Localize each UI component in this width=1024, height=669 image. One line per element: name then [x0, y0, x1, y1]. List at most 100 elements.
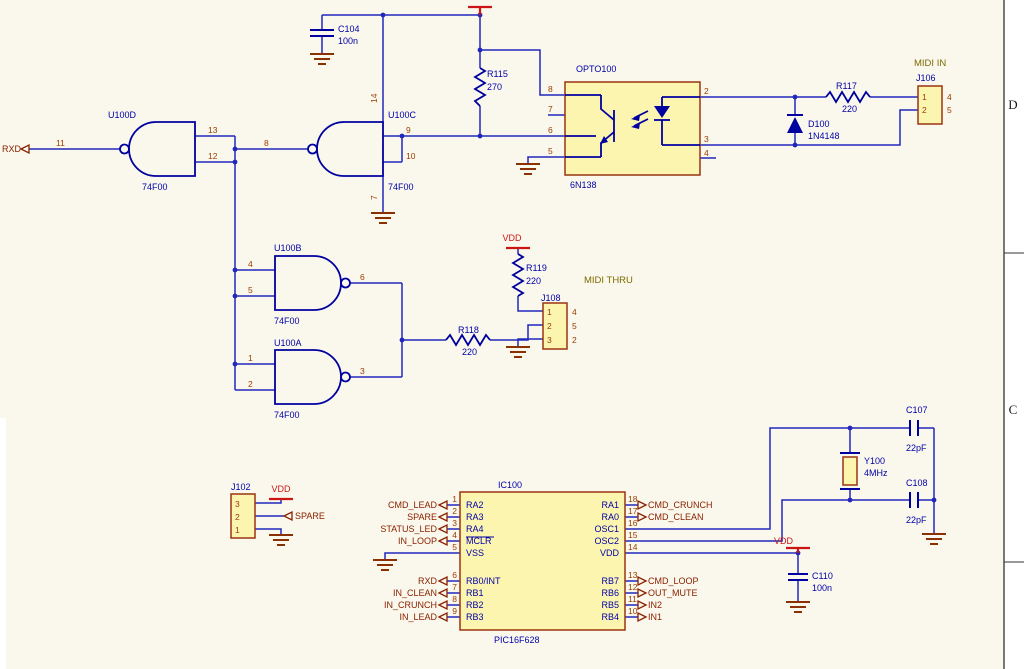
pin-number: 18 [628, 494, 638, 504]
pin-number: 12 [628, 582, 638, 592]
part: 74F00 [274, 316, 300, 326]
designator: J108 [541, 293, 561, 303]
midi-thru-title: MIDI THRU [584, 275, 633, 286]
value: 220 [842, 104, 857, 114]
pin-number: 11 [628, 594, 637, 604]
midi-in-title: MIDI IN [914, 58, 946, 69]
pin-number: 2 [922, 105, 927, 115]
pin-name: OSC1 [594, 524, 619, 534]
pin-number: 2 [704, 86, 709, 96]
pin-number: 1 [547, 307, 552, 317]
value: 1N4148 [808, 131, 840, 141]
net-label: IN2 [648, 600, 662, 610]
din-pin-number: 4 [947, 92, 952, 102]
pin-name: RB2 [466, 600, 484, 610]
vdd-symbol-ic100: VDD [774, 536, 810, 553]
pin-name: RA1 [601, 500, 619, 510]
pin-name: RB5 [601, 600, 619, 610]
pin-name: VDD [600, 548, 620, 558]
designator: Y100 [864, 456, 885, 466]
net-ports-ic100-left: CMD_LEAD SPARE STATUS_LED IN_LOOP RXD IN… [380, 499, 448, 623]
vdd-label: VDD [502, 233, 522, 243]
designator: J102 [231, 482, 251, 492]
zone-label-c: C [1009, 402, 1018, 417]
connector-j106: MIDI IN J106 1 2 4 5 [914, 58, 952, 125]
resistor-r118: R118 220 [445, 325, 491, 357]
pin-number: 8 [548, 84, 553, 94]
net-port-spare: SPARE [282, 510, 325, 522]
value: 220 [526, 276, 541, 286]
pin-number: 5 [452, 542, 457, 552]
mcu-ic100: IC100 PIC16F628 1 2 3 4 5 6 7 8 9 RA2 RA… [452, 480, 637, 645]
zone-label-d: D [1008, 97, 1017, 112]
value: 100n [812, 583, 832, 593]
designator: OPTO100 [576, 64, 616, 74]
pin-name: RB7 [601, 576, 619, 586]
vdd-symbol-r119: VDD [502, 233, 530, 250]
pin-number: 17 [628, 506, 638, 516]
din-pin-number: 5 [572, 321, 577, 331]
pin-number-gnd: 7 [369, 195, 379, 200]
pin-number: 3 [235, 499, 240, 509]
net-label: IN_LOOP [398, 536, 437, 546]
pin-number: 5 [548, 146, 553, 156]
pin-number: 9 [406, 125, 411, 135]
ground-symbol [516, 163, 540, 175]
ground-symbol [506, 346, 530, 358]
optocoupler-opto100: OPTO100 6N138 8 7 6 5 2 3 4 [548, 64, 709, 190]
pin-number: 12 [208, 151, 218, 161]
designator: C110 [812, 571, 833, 581]
net-label: RXD [418, 576, 438, 586]
designator: U100D [108, 110, 137, 120]
din-pin-number: 2 [572, 335, 577, 345]
designator: R115 [487, 69, 508, 79]
pin-name: RA2 [466, 500, 484, 510]
resistor-r119: R119 220 [511, 253, 547, 297]
pin-name: MCLR [466, 536, 492, 546]
value: 4MHz [864, 468, 888, 478]
pin-number: 1 [235, 525, 240, 535]
ground-symbol [371, 212, 395, 224]
pin-number: 2 [248, 379, 253, 389]
pin-number: 13 [208, 125, 218, 135]
pin-name: RA3 [466, 512, 484, 522]
net-label: IN_CLEAN [393, 588, 437, 598]
pin-number: 15 [628, 530, 638, 540]
pin-number: 10 [406, 151, 416, 161]
pin-name: RA0 [601, 512, 619, 522]
connector-j108: MIDI THRU J108 1 2 3 4 5 2 [541, 275, 633, 350]
vdd-label: VDD [774, 536, 794, 546]
part: 74F00 [142, 182, 168, 192]
vdd-label: VDD [271, 484, 291, 494]
value: 220 [462, 347, 477, 357]
pin-name: RB6 [601, 588, 619, 598]
pin-number: 2 [452, 506, 457, 516]
pin-number-vcc: 14 [369, 93, 379, 103]
capacitor-c107: C107 22pF [906, 405, 928, 453]
pin-number: 4 [704, 148, 709, 158]
vcc-symbol-top [468, 5, 492, 15]
pin-number: 5 [248, 285, 253, 295]
nand-gate-u100c: U100C 74F00 9 10 8 14 7 [264, 93, 417, 200]
pin-name: RB4 [601, 612, 619, 622]
capacitor-c108: C108 22pF [906, 478, 928, 525]
net-port-rxd: RXD [2, 143, 30, 155]
ground-symbol [373, 559, 397, 571]
pin-name: RB0/INT [466, 576, 501, 586]
pin-name: RB3 [466, 612, 484, 622]
net-label: IN1 [648, 612, 662, 622]
pin-number: 4 [248, 259, 253, 269]
pin-number: 7 [548, 104, 553, 114]
designator: C104 [338, 24, 360, 34]
pin-name: VSS [466, 548, 484, 558]
designator: U100A [274, 338, 302, 348]
part: 74F00 [274, 410, 300, 420]
nand-gate-u100d: U100D 74F00 13 12 11 [56, 110, 218, 192]
net-label: CMD_LEAD [388, 500, 438, 510]
pin-number: 11 [56, 138, 65, 148]
net-label-rxd: RXD [2, 144, 22, 154]
part: 74F00 [388, 182, 414, 192]
designator: C108 [906, 478, 928, 488]
